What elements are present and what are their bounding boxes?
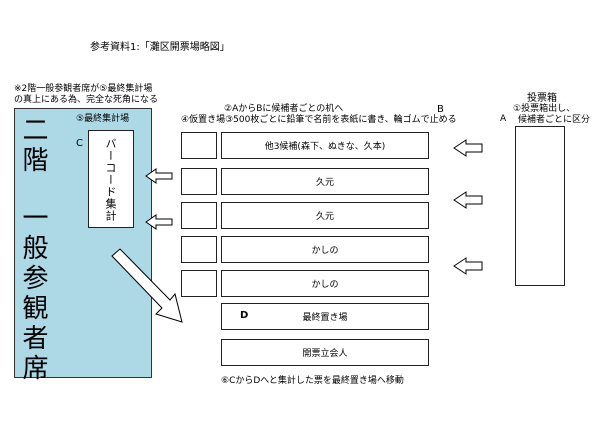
gallery-label-seats: 一般参観者席 — [18, 204, 48, 384]
page-title: 参考資料1:「灘区開票場略図」 — [90, 42, 230, 53]
step-6-label: ⑥CからDへと集計した票を最終置き場へ移動 — [221, 376, 404, 386]
barcode-tally-label: バーコード集計 — [104, 138, 117, 222]
label-b: B — [437, 104, 444, 115]
ballot-box-note-2: 候補者ごとに区分 — [518, 115, 591, 125]
step-4-3-label: ④仮置き場③500枚ごとに鉛筆で名前を表紙に書き、輪ゴムで止める — [181, 115, 457, 125]
staging-box — [181, 270, 217, 297]
barcode-tally-box — [88, 130, 134, 228]
candidate-table-kashino-1: かしの — [221, 236, 429, 263]
left-arrow-icon — [453, 191, 483, 209]
candidate-table-hisamoto-1: 久元 — [221, 168, 429, 195]
left-arrow-icon — [145, 168, 173, 184]
final-tally-label: ⑤最終集計場 — [76, 114, 130, 124]
staging-box — [181, 168, 217, 195]
diagonal-arrow-icon — [111, 248, 183, 323]
candidate-table-others: 他3候補(森下、ぬきな、久本) — [221, 132, 429, 159]
staging-box — [181, 236, 217, 263]
left-arrow-icon — [453, 257, 483, 275]
left-arrow-icon — [145, 214, 173, 230]
label-a: A — [500, 114, 507, 124]
staging-box — [181, 132, 217, 159]
final-storage-label: 最終置き場 — [302, 313, 348, 323]
gallery-label-floor: 二階 — [18, 116, 48, 176]
ballot-box-note-1: ①投票箱出し、 — [513, 104, 576, 114]
ballot-box — [515, 126, 565, 286]
step-2-label: ②AからBに候補者ごとの机へ — [224, 104, 344, 114]
staging-box — [181, 202, 217, 229]
candidate-table-kashino-2: かしの — [221, 270, 429, 297]
candidate-table-hisamoto-2: 久元 — [221, 202, 429, 229]
ballot-box-title: 投票箱 — [527, 93, 557, 104]
final-storage-box: D 最終置き場 — [221, 303, 429, 330]
left-arrow-icon — [453, 139, 483, 157]
gallery-note-line-2: の真上にある為、完全な死角になる — [14, 95, 159, 105]
label-d: D — [240, 310, 249, 321]
witness-box: 開票立会人 — [221, 339, 429, 366]
gallery-note-line-1: ※2階一般参観者席が⑤最終集計場 — [14, 84, 153, 94]
label-c: C — [76, 138, 83, 149]
